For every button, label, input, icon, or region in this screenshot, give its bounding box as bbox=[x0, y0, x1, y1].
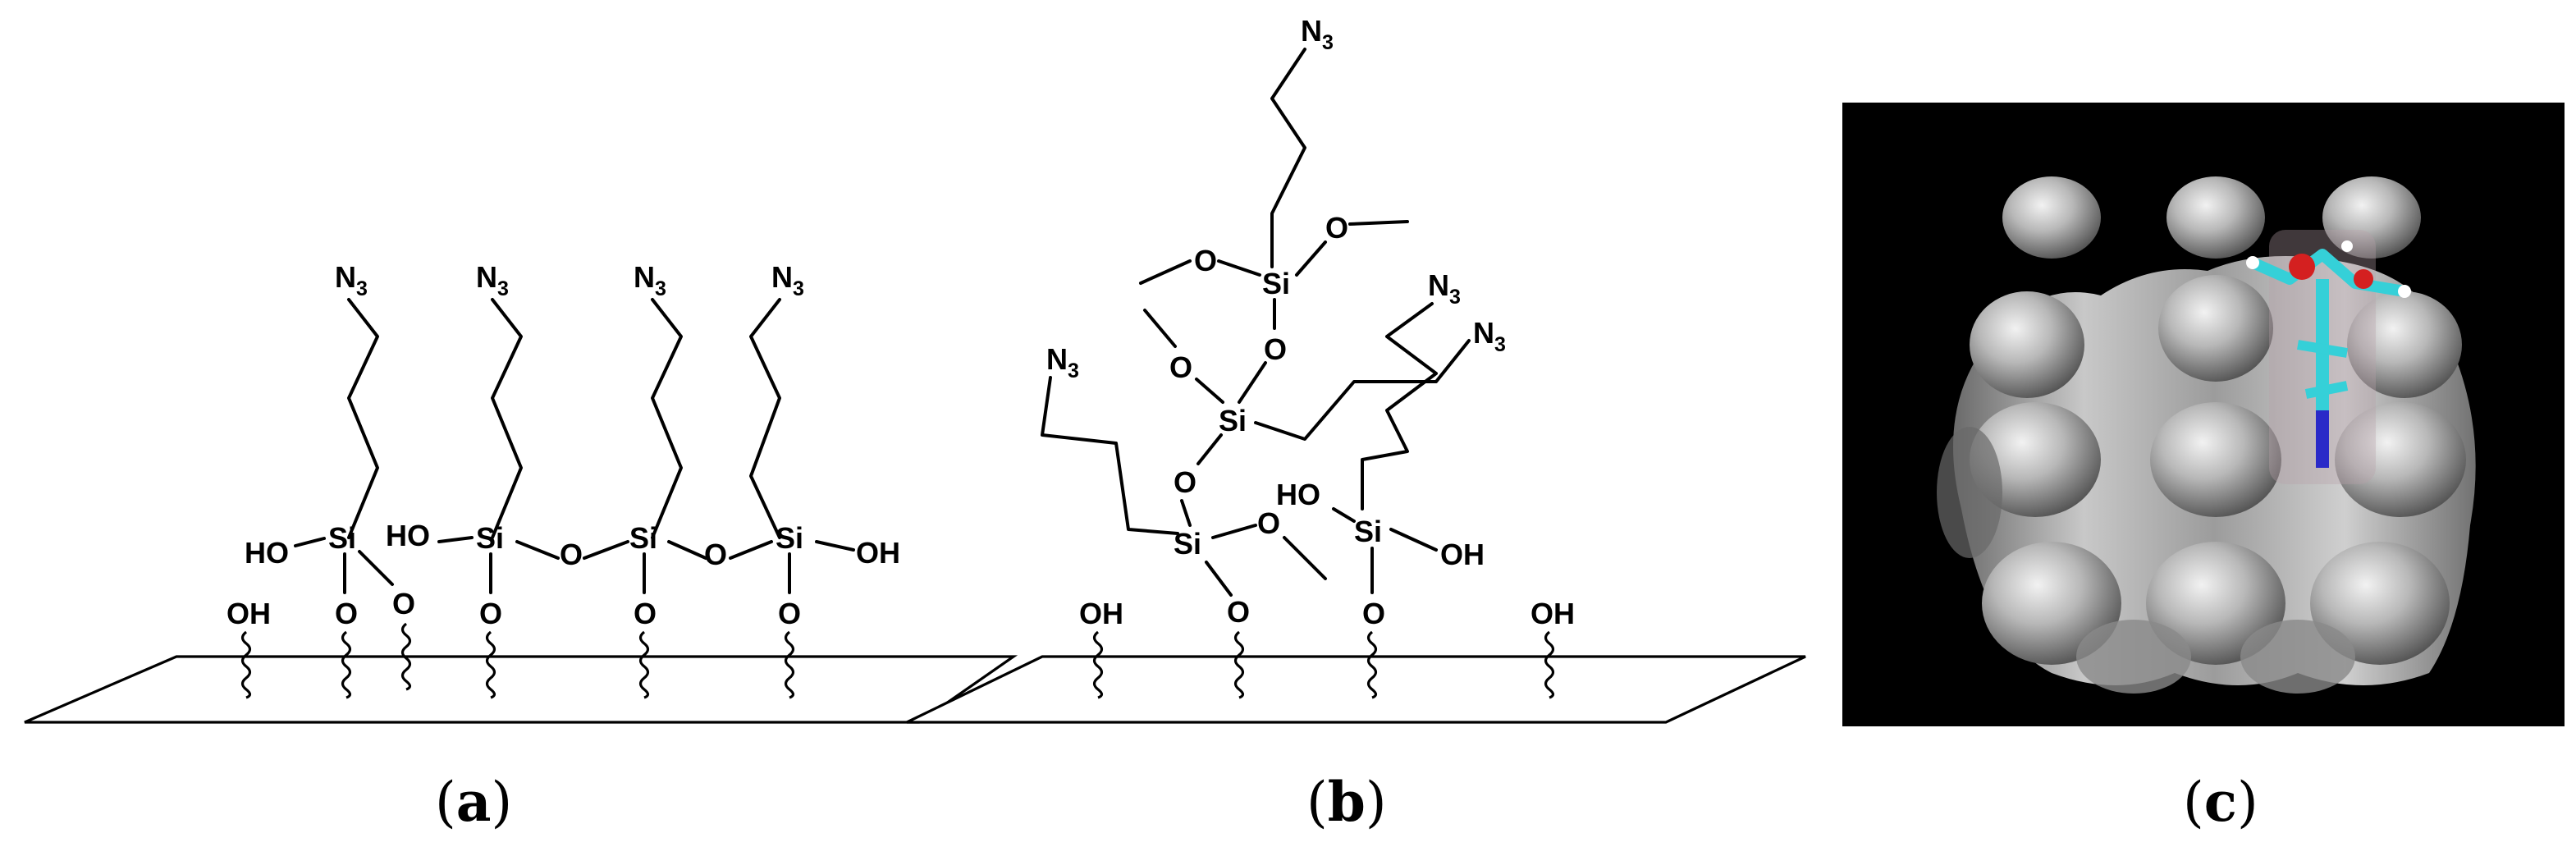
ligand-stick-model bbox=[2246, 230, 2411, 484]
oxygen-atom: O bbox=[1174, 465, 1196, 499]
panel-b-silane-lower-right: N3 Si HO OH O bbox=[1276, 268, 1485, 630]
panel-a-monolayer: N3 Si HO O O N3 Si HO O O N3 Si bbox=[24, 260, 1018, 834]
panel-c-caption: (c) bbox=[2183, 770, 2258, 834]
hydroxyl-group: OH bbox=[1440, 538, 1485, 571]
oxygen-atom: O bbox=[1325, 211, 1348, 245]
panel-b-silane-lower-left: N3 Si O O bbox=[1041, 342, 1327, 629]
panel-a-caption: (a) bbox=[435, 770, 512, 834]
oxygen-atom: O bbox=[335, 597, 358, 630]
panel-a-surface-anchors bbox=[240, 622, 795, 699]
silicon-atom: Si bbox=[1262, 267, 1290, 300]
azide-label: N3 bbox=[634, 260, 666, 300]
silicon-atom: Si bbox=[1174, 527, 1201, 561]
oxygen-atom: O bbox=[392, 587, 415, 620]
oxygen-atom: O bbox=[1194, 244, 1217, 277]
panel-a-silane-1: N3 Si HO O O bbox=[245, 260, 415, 630]
silicon-atom: Si bbox=[1354, 515, 1382, 548]
oxygen-atom: O bbox=[778, 597, 801, 630]
oxygen-atom: O bbox=[1169, 350, 1192, 384]
panel-b-caption: (b) bbox=[1306, 770, 1387, 834]
panel-c-molecular-model: (c) bbox=[1842, 103, 2565, 834]
oxygen-atom: O bbox=[560, 538, 583, 571]
oxygen-atom: O bbox=[1227, 595, 1250, 629]
azide-label: N3 bbox=[1428, 268, 1461, 309]
oxygen-atom: O bbox=[1257, 506, 1280, 540]
panel-b-silane-middle: Si O N3 O bbox=[1143, 309, 1506, 499]
oxygen-atom: O bbox=[704, 538, 727, 571]
silicon-atom: Si bbox=[1219, 404, 1247, 437]
panel-b-surface-anchors bbox=[1092, 630, 1555, 699]
hydroxyl-group: HO bbox=[1276, 478, 1320, 511]
panel-a-silane-4: N3 Si O OH bbox=[749, 260, 900, 630]
molecular-surface bbox=[1937, 176, 2476, 694]
azide-label: N3 bbox=[771, 260, 804, 300]
surface-hydroxyl: OH bbox=[1531, 597, 1575, 630]
oxygen-atom: O bbox=[479, 597, 502, 630]
panel-a-substrate-surface bbox=[24, 655, 1018, 724]
azide-label: N3 bbox=[335, 260, 368, 300]
oxygen-atom: O bbox=[1264, 332, 1287, 366]
surface-hydroxyl: OH bbox=[1079, 597, 1123, 630]
silicon-atom: Si bbox=[476, 521, 504, 555]
panel-b-substrate-surface bbox=[906, 655, 1806, 724]
panel-b-multilayer: N3 Si O O O Si O N3 O N3 bbox=[906, 14, 1806, 834]
panel-b-silane-top: N3 Si O O O bbox=[1139, 14, 1409, 366]
hydroxyl-group: HO bbox=[386, 519, 430, 552]
azide-label: N3 bbox=[476, 260, 509, 300]
silicon-atom: Si bbox=[629, 521, 657, 555]
hydroxyl-group: OH bbox=[856, 536, 900, 570]
oxygen-atom: O bbox=[634, 597, 657, 630]
azide-label: N3 bbox=[1473, 316, 1506, 356]
silicon-atom: Si bbox=[328, 521, 356, 555]
silicon-atom: Si bbox=[776, 521, 803, 555]
hydroxyl-group: HO bbox=[245, 536, 289, 570]
panel-a-silane-3: N3 Si O O bbox=[629, 260, 773, 630]
azide-label: N3 bbox=[1046, 342, 1079, 382]
surface-hydroxyl: OH bbox=[226, 597, 271, 630]
panel-a-silane-2: N3 Si HO O O bbox=[386, 260, 629, 630]
oxygen-atom: O bbox=[1362, 597, 1385, 630]
azide-label: N3 bbox=[1301, 14, 1334, 54]
